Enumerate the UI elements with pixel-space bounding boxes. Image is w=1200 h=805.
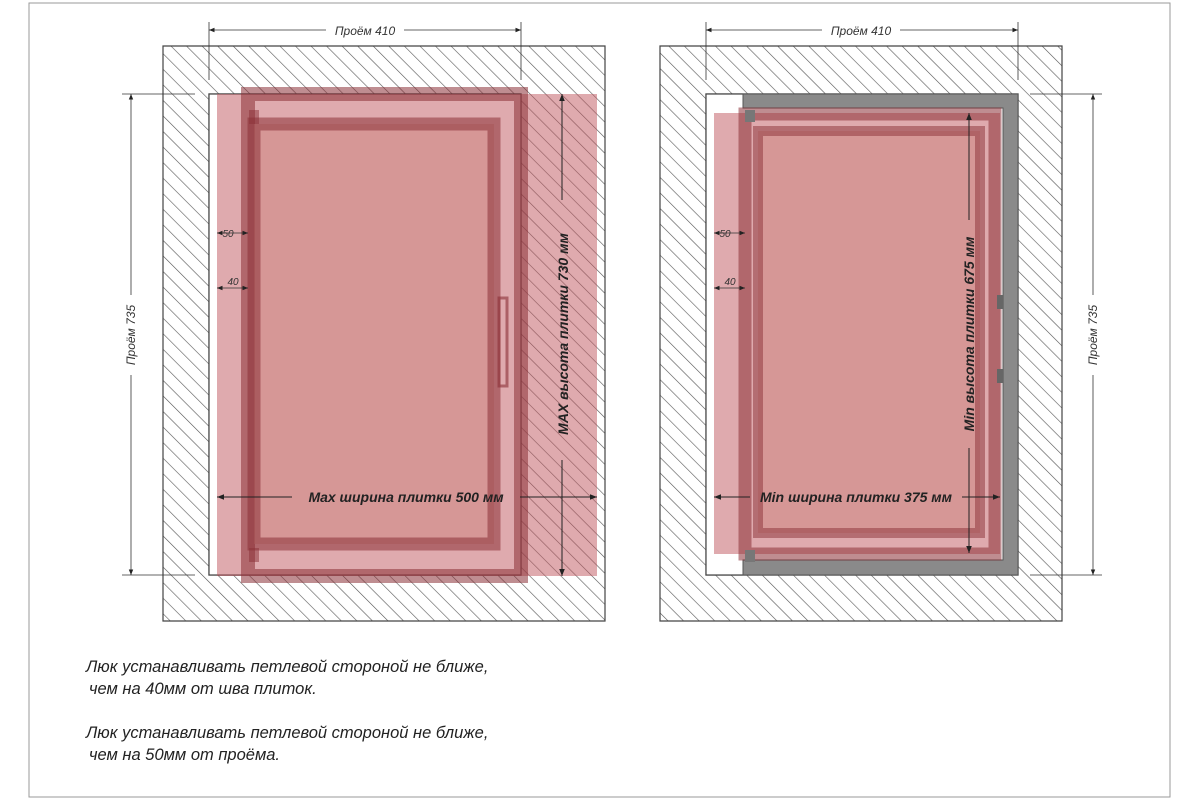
right-latch-bottom	[997, 369, 1003, 383]
note-2: Люк устанавливать петлевой стороной не б…	[86, 722, 686, 766]
right-view: Проём 410 Проём 735 50 40 Min высота пли…	[659, 22, 1102, 622]
right-offset-50-label: 50	[719, 229, 731, 240]
left-opening-width-label: Проём 410	[335, 24, 396, 38]
left-offset-50-label: 50	[222, 229, 234, 240]
right-hinge-bottom	[745, 550, 755, 562]
left-hinge-bottom	[249, 548, 259, 562]
page-border	[28, 2, 1171, 798]
right-hatch-door-outer	[738, 107, 1002, 561]
right-min-height-label: Min высота плитки 675 мм	[961, 236, 977, 431]
right-latch-top	[997, 295, 1003, 309]
note-1-line-2: чем на 40мм от шва плиток.	[89, 680, 317, 698]
left-latch	[497, 296, 509, 388]
right-min-width-label: Min ширина плитки 375 мм	[760, 489, 953, 505]
left-max-height-label: MAX высота плитки 730 мм	[555, 233, 571, 435]
right-offset-40-label: 40	[724, 277, 736, 288]
left-opening-height-label: Проём 735	[124, 305, 138, 366]
installation-notes: Люк устанавливать петлевой стороной не б…	[86, 656, 686, 788]
note-2-line-2: чем на 50мм от проёма.	[89, 746, 281, 764]
note-2-line-1: Люк устанавливать петлевой стороной не б…	[86, 724, 489, 742]
note-1-line-1: Люк устанавливать петлевой стороной не б…	[86, 658, 489, 676]
right-opening-width-label: Проём 410	[831, 24, 892, 38]
right-opening-height-label: Проём 735	[1086, 305, 1100, 366]
note-1: Люк устанавливать петлевой стороной не б…	[86, 656, 686, 700]
left-hinge-top	[249, 110, 259, 124]
right-hatch-door	[753, 126, 985, 538]
right-hinge-top	[745, 110, 755, 122]
left-offset-40-label: 40	[227, 277, 239, 288]
left-view: Проём 410 Проём 735 50 40 MAX высота пли…	[122, 22, 606, 622]
left-max-width-label: Max ширина плитки 500 мм	[308, 489, 504, 505]
left-hatch-door	[247, 117, 501, 551]
